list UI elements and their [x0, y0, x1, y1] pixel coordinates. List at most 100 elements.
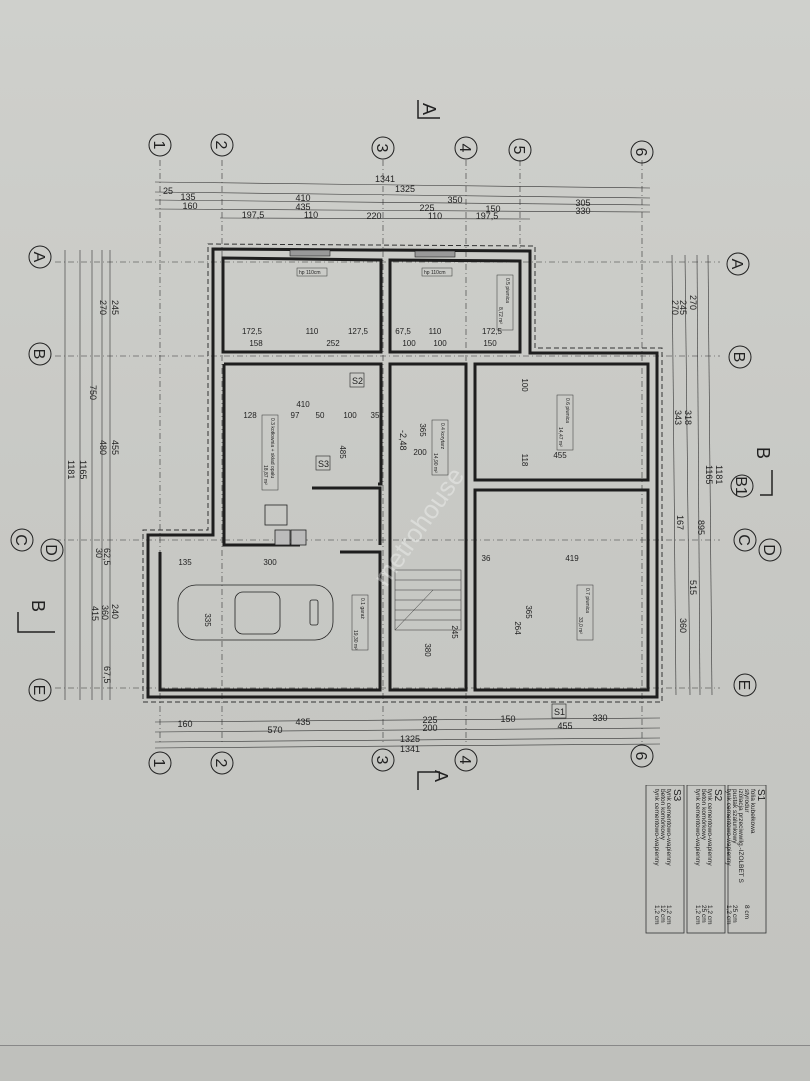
- wall-tag-s2: S2: [352, 376, 363, 386]
- room-area: 8,72 m²: [497, 307, 503, 324]
- dim-right: 270: [688, 295, 698, 310]
- room-dim: 485: [338, 445, 347, 459]
- room-area: 18,87 m²: [262, 465, 268, 485]
- dim-right: 895: [696, 520, 706, 535]
- dim-total-inner: 1325: [395, 184, 415, 194]
- dim-left: 245: [110, 300, 120, 315]
- room-dim: 127,5: [348, 327, 369, 336]
- section-cut-lines: [17, 100, 773, 790]
- room-dim: 128: [243, 411, 257, 420]
- room-dim: 100: [402, 339, 416, 348]
- car-icon: [177, 584, 334, 641]
- dim-top: 225: [419, 203, 434, 213]
- room-name: 0.3 kotłownia + skład opału: [269, 418, 275, 478]
- legend-s3-line: tynk cementowo-wapienny: [653, 789, 660, 866]
- boiler-icons: [264, 504, 307, 546]
- dim-left: 480: [98, 440, 108, 455]
- legend-s2-title: S2: [712, 789, 723, 802]
- room-dim: 100: [433, 339, 447, 348]
- dim-left: 1165: [78, 460, 88, 479]
- room-dim: 300: [263, 558, 277, 567]
- dim-wall: 25: [163, 186, 173, 196]
- dim-bottom: 200: [422, 723, 437, 733]
- dim-left: 415: [90, 606, 100, 621]
- axis-label-4: 4: [456, 144, 473, 153]
- room-dim: 100: [343, 411, 357, 420]
- axis-label-6: 6: [632, 148, 649, 157]
- windows: [289, 249, 456, 258]
- axis-label-5: 5: [510, 146, 527, 155]
- dim-top: 197,5: [476, 211, 499, 221]
- axis-label-4-bottom: 4: [456, 756, 473, 765]
- dim-right: 515: [688, 580, 698, 595]
- insulation-outline: [142, 243, 663, 703]
- stairs: [394, 569, 462, 631]
- axis-label-2-bottom: 2: [212, 759, 229, 768]
- dim-right: 318: [683, 410, 693, 425]
- wall-tag-s1: S1: [554, 707, 565, 717]
- dim-right: 1165: [704, 465, 714, 484]
- dim-left: 62,5: [102, 548, 112, 566]
- legend-s2-value: 1,2 cm: [694, 905, 701, 925]
- room-name: 0.1 garaż: [359, 598, 365, 619]
- dim-left: 67,5: [102, 666, 112, 684]
- room-dim: 264: [513, 621, 522, 635]
- axis-label-C: C: [12, 534, 29, 546]
- dim-bottom: 225: [422, 715, 437, 725]
- dim-right: 270: [670, 300, 680, 315]
- room-dim: 135: [178, 558, 192, 567]
- room-dim: 245: [450, 625, 459, 639]
- dim-top: 220: [366, 211, 381, 221]
- dim-right: 245: [678, 300, 688, 315]
- dim-bottom-total-inner: 1325: [400, 734, 420, 744]
- wall-legend: S1 folia kubełkowa styrodur izolacja prz…: [640, 785, 770, 935]
- dim-top: 350: [447, 195, 462, 205]
- title-block-edge: [0, 1045, 810, 1081]
- axis-label-D-right: D: [760, 544, 777, 556]
- legend-s3-value: 1,2 cm: [665, 905, 672, 925]
- dim-bottom: 570: [267, 725, 282, 735]
- room-dim: 150: [483, 339, 497, 348]
- dim-top: 135: [180, 192, 195, 202]
- legend-s3-line: tynk cementowo-wapienny: [665, 789, 672, 866]
- legend-s3-value: 1,2 cm: [653, 905, 660, 925]
- room-dim: 97: [291, 411, 300, 420]
- dim-left: 270: [98, 300, 108, 315]
- dim-total-outer: 1341: [375, 174, 395, 184]
- window-label: hp 110cm: [299, 270, 321, 276]
- room-dim: 50: [316, 411, 325, 420]
- dim-left: 360: [100, 605, 110, 620]
- dim-right: 167: [675, 515, 685, 530]
- axis-label-2: 2: [212, 141, 229, 150]
- section-b-right: B: [753, 447, 773, 459]
- dim-bottom-total-outer: 1341: [400, 744, 420, 754]
- axis-label-3: 3: [373, 144, 390, 153]
- room-dim: 35: [371, 411, 380, 420]
- axis-label-D: D: [42, 544, 59, 556]
- axis-label-C-right: C: [735, 534, 752, 546]
- room-dim: 172,5: [482, 327, 503, 336]
- dim-top: 150: [485, 204, 500, 214]
- legend-s3-title: S3: [671, 789, 682, 802]
- section-a-bottom: A: [431, 770, 451, 782]
- axis-label-6-bottom: 6: [632, 752, 649, 761]
- room-area: 14,90 m²: [432, 453, 438, 473]
- legend-s1-value: 25 cm: [731, 905, 738, 923]
- room-dim: 118: [520, 454, 529, 467]
- dim-bottom: 150: [500, 714, 515, 724]
- room-dim: 365: [418, 423, 427, 437]
- section-b-left: B: [28, 600, 48, 612]
- dim-left: 240: [110, 604, 120, 619]
- legend-s3-value: 12 cm: [659, 905, 666, 923]
- dim-top: 197,5: [242, 210, 265, 220]
- dim-bottom: 160: [177, 719, 192, 729]
- room-name: 0.4 korytarz: [439, 423, 445, 450]
- room-dim: 110: [429, 327, 442, 336]
- dim-left: 455: [110, 440, 120, 455]
- legend-s1-line: folia kubełkowa: [749, 789, 756, 834]
- axis-label-3-bottom: 3: [373, 756, 390, 765]
- room-dim: 365: [524, 605, 533, 619]
- dim-right: 360: [678, 618, 688, 633]
- axis-bubbles: [10, 133, 782, 775]
- grid-lines: [55, 160, 720, 745]
